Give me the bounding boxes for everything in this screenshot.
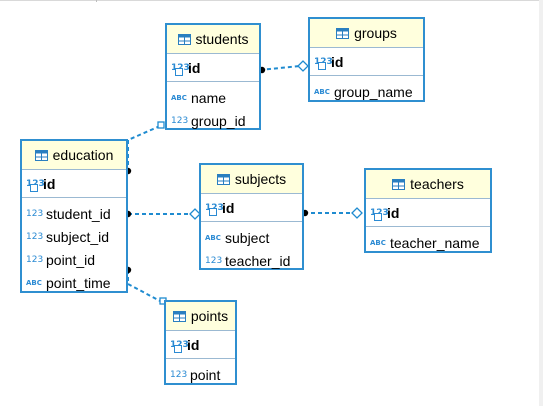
table-icon (336, 27, 350, 39)
right-scroll-edge[interactable] (539, 0, 543, 406)
numeric-type-icon: 123 (26, 208, 44, 219)
text-type-icon: ABC (205, 233, 221, 242)
column-row[interactable]: ABC name (167, 86, 259, 109)
column-row[interactable]: 123 point_id (22, 248, 126, 271)
numeric-type-icon: 123 (205, 255, 223, 266)
pk-row[interactable]: 123 id (166, 331, 235, 359)
key-icon: 123 (314, 56, 333, 70)
table-header: subjects (201, 165, 302, 194)
marker-one-teachers (351, 207, 363, 219)
column-row[interactable]: 123 subject_id (22, 225, 126, 248)
column-name: teacher_id (225, 252, 291, 269)
column-name: group_name (334, 83, 413, 100)
table-header: groups (310, 19, 423, 48)
pk-name: id (222, 199, 235, 216)
table-name: students (195, 31, 249, 47)
column-name: student_id (46, 205, 111, 222)
key-icon: 123 (370, 207, 389, 221)
table-icon (172, 310, 186, 322)
text-type-icon: ABC (370, 238, 386, 247)
column-row[interactable]: ABC group_name (310, 80, 423, 103)
table-name: groups (354, 25, 397, 41)
key-icon: 123 (205, 202, 224, 216)
table-icon (216, 173, 230, 185)
column-name: point_id (46, 251, 96, 268)
pk-name: id (187, 336, 200, 353)
column-row[interactable]: 123 student_id (22, 202, 126, 225)
pk-name: id (331, 53, 344, 70)
pk-name: id (387, 204, 400, 221)
column-row[interactable]: ABC subject (201, 226, 302, 249)
text-type-icon: ABC (171, 93, 187, 102)
table-header: education (22, 141, 126, 170)
text-type-icon: ABC (26, 278, 42, 287)
table-icon (177, 33, 191, 45)
pk-row[interactable]: 123 id (22, 170, 126, 198)
table-education[interactable]: education 123 id 123 student_id 123 subj… (20, 139, 128, 293)
column-row[interactable]: 123 point (166, 363, 235, 386)
column-row[interactable]: ABC point_time (22, 271, 126, 294)
column-name: subject (225, 229, 270, 246)
marker-one-groups (297, 60, 309, 72)
table-name: points (190, 308, 229, 324)
key-icon: 123 (171, 62, 190, 76)
pk-name: id (43, 175, 56, 192)
pk-row[interactable]: 123 id (310, 48, 423, 76)
pk-name: id (188, 59, 201, 76)
link-students-groups (259, 65, 301, 71)
pk-row[interactable]: 123 id (366, 199, 490, 227)
column-row[interactable]: 123 group_id (167, 109, 259, 132)
numeric-type-icon: 123 (26, 231, 44, 242)
table-header: points (166, 302, 235, 331)
numeric-type-icon: 123 (26, 254, 44, 265)
table-subjects[interactable]: subjects 123 id ABC subject 123 teacher_… (199, 163, 304, 270)
pk-row[interactable]: 123 id (167, 54, 259, 82)
column-row[interactable]: ABC teacher_name (366, 231, 490, 254)
table-name: education (52, 147, 114, 163)
marker-one-students (157, 121, 165, 129)
column-name: name (191, 89, 227, 106)
link-education-students (127, 125, 161, 172)
table-header: teachers (366, 170, 490, 199)
table-header: students (167, 25, 259, 54)
key-icon: 123 (170, 339, 189, 353)
column-name: subject_id (46, 228, 110, 245)
link-education-points (127, 270, 163, 303)
table-name: teachers (410, 176, 464, 192)
table-teachers[interactable]: teachers 123 id ABC teacher_name (364, 168, 492, 253)
column-name: group_id (191, 112, 246, 129)
table-points[interactable]: points 123 id 123 point (164, 300, 237, 385)
table-groups[interactable]: groups 123 id ABC group_name (308, 17, 425, 102)
column-row[interactable]: 123 teacher_id (201, 249, 302, 272)
table-icon (392, 178, 406, 190)
numeric-type-icon: 123 (171, 115, 189, 126)
column-name: point (190, 366, 221, 383)
table-name: subjects (234, 171, 287, 187)
column-name: point_time (46, 274, 111, 291)
numeric-type-icon: 123 (170, 369, 188, 380)
text-type-icon: ABC (314, 87, 330, 96)
pk-row[interactable]: 123 id (201, 194, 302, 222)
table-students[interactable]: students 123 id ABC name 123 group_id (165, 23, 261, 130)
key-icon: 123 (26, 178, 45, 192)
top-tick (96, 0, 97, 2)
column-name: teacher_name (390, 234, 480, 251)
table-icon (34, 149, 48, 161)
top-border (0, 0, 543, 1)
